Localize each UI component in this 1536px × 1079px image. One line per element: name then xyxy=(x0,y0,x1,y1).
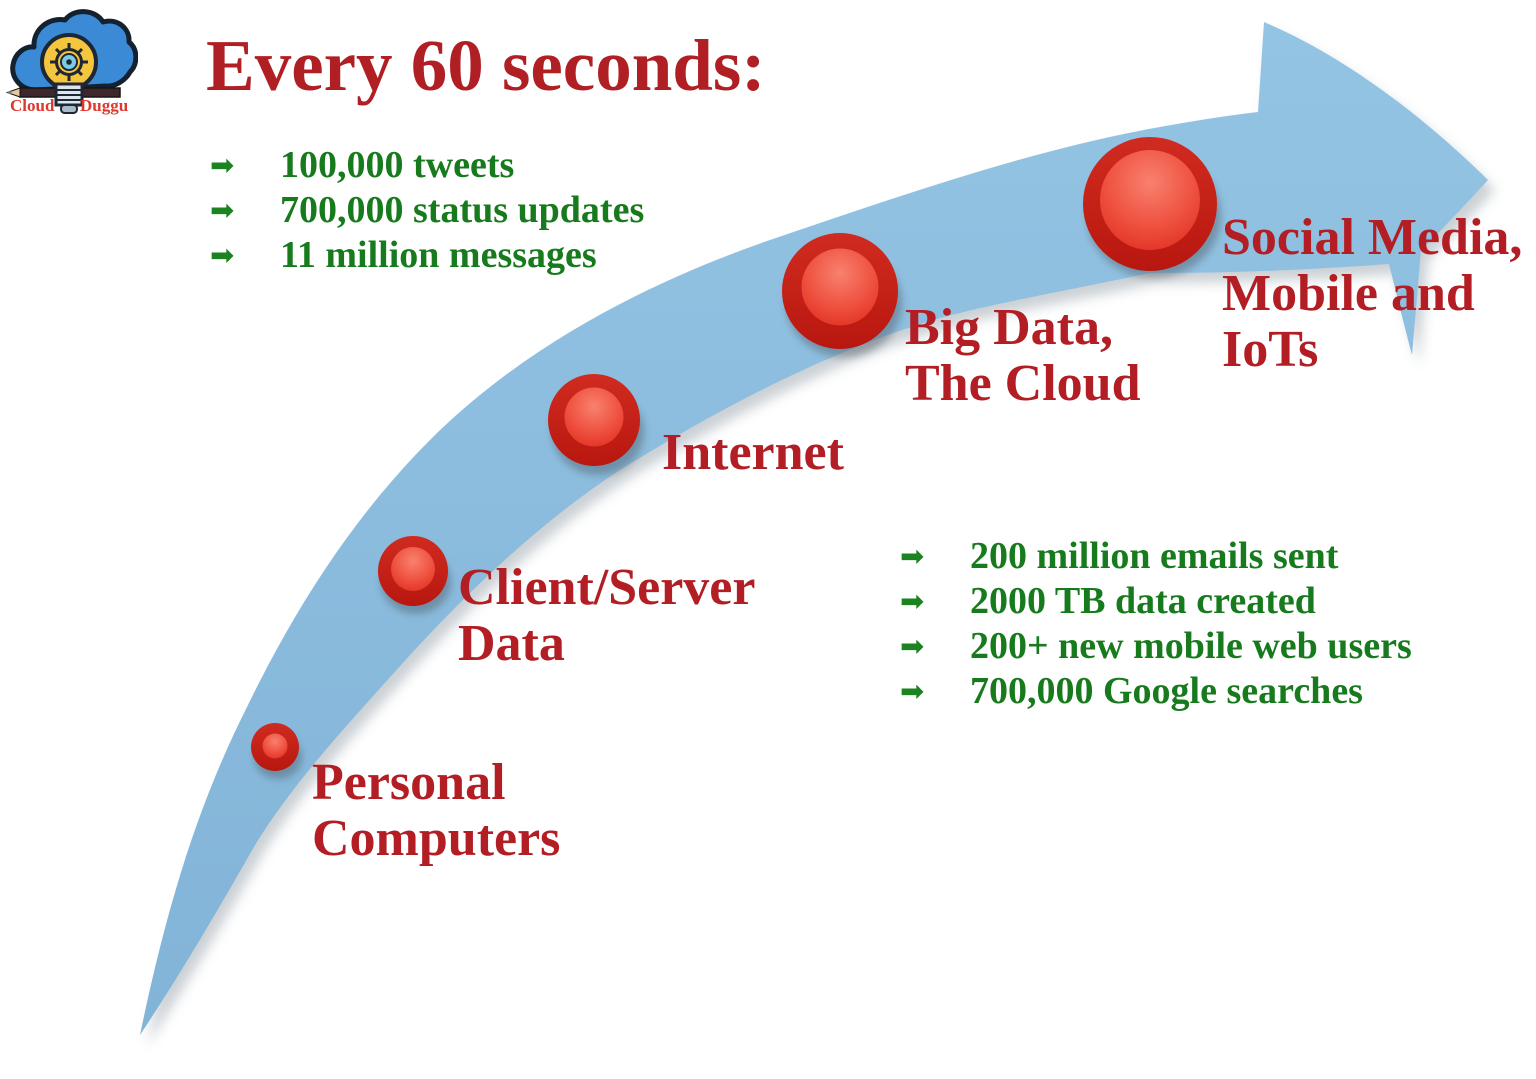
stat-text: 200 million emails sent xyxy=(970,535,1339,577)
milestone-label-social-media-mobile-iots: Social Media, Mobile and IoTs xyxy=(1222,209,1523,378)
milestone-dot-client-server xyxy=(378,536,451,614)
stat-text: 2000 TB data created xyxy=(970,580,1316,622)
arrow-bullet-icon: ➡ xyxy=(210,193,235,227)
stat-text: 11 million messages xyxy=(280,234,597,276)
stat-row: ➡ 700,000 status updates xyxy=(210,188,644,233)
stat-row: ➡ 200 million emails sent xyxy=(900,534,1412,579)
arrow-bullet-icon: ➡ xyxy=(210,238,235,272)
milestone-dot-personal-computers xyxy=(251,723,302,779)
stat-text: 700,000 status updates xyxy=(280,189,645,231)
bulb-base-icon xyxy=(54,82,84,114)
milestone-dot-internet xyxy=(548,374,644,475)
arrow-bullet-icon: ➡ xyxy=(900,539,925,573)
arrow-bullet-icon: ➡ xyxy=(900,629,925,663)
milestone-dot-big-data xyxy=(782,233,902,357)
stat-row: ➡ 11 million messages xyxy=(210,233,644,278)
brand-text-duggu: Duggu xyxy=(80,96,129,115)
page-title: Every 60 seconds: xyxy=(206,25,766,106)
milestone-label-big-data-the-cloud: Big Data, The Cloud xyxy=(905,299,1141,412)
milestone-label-internet: Internet xyxy=(662,424,844,481)
stat-text: 100,000 tweets xyxy=(280,144,515,186)
stats-list-right: ➡ 200 million emails sent ➡ 2000 TB data… xyxy=(900,534,1412,714)
stat-row: ➡ 700,000 Google searches xyxy=(900,669,1412,714)
brand-text-cloud: Cloud xyxy=(10,96,55,115)
stat-row: ➡ 200+ new mobile web users xyxy=(900,624,1412,669)
cloudduggu-logo: Cloud Duggu xyxy=(6,2,138,126)
stat-row: ➡ 2000 TB data created xyxy=(900,579,1412,624)
milestone-label-client-server-data: Client/Server Data xyxy=(458,559,756,672)
stat-text: 700,000 Google searches xyxy=(970,670,1363,712)
stats-list-top: ➡ 100,000 tweets ➡ 700,000 status update… xyxy=(210,143,644,278)
milestone-dot-social-media xyxy=(1083,137,1221,278)
arrow-bullet-icon: ➡ xyxy=(900,674,925,708)
cloudduggu-logo-icon xyxy=(6,9,138,114)
arrow-bullet-icon: ➡ xyxy=(900,584,925,618)
lightbulb-gear-icon xyxy=(40,33,98,91)
stat-text: 200+ new mobile web users xyxy=(970,625,1412,667)
stat-row: ➡ 100,000 tweets xyxy=(210,143,644,188)
milestone-label-personal-computers: Personal Computers xyxy=(312,754,561,867)
arrow-bullet-icon: ➡ xyxy=(210,148,235,182)
arrow-band xyxy=(140,22,1488,1035)
